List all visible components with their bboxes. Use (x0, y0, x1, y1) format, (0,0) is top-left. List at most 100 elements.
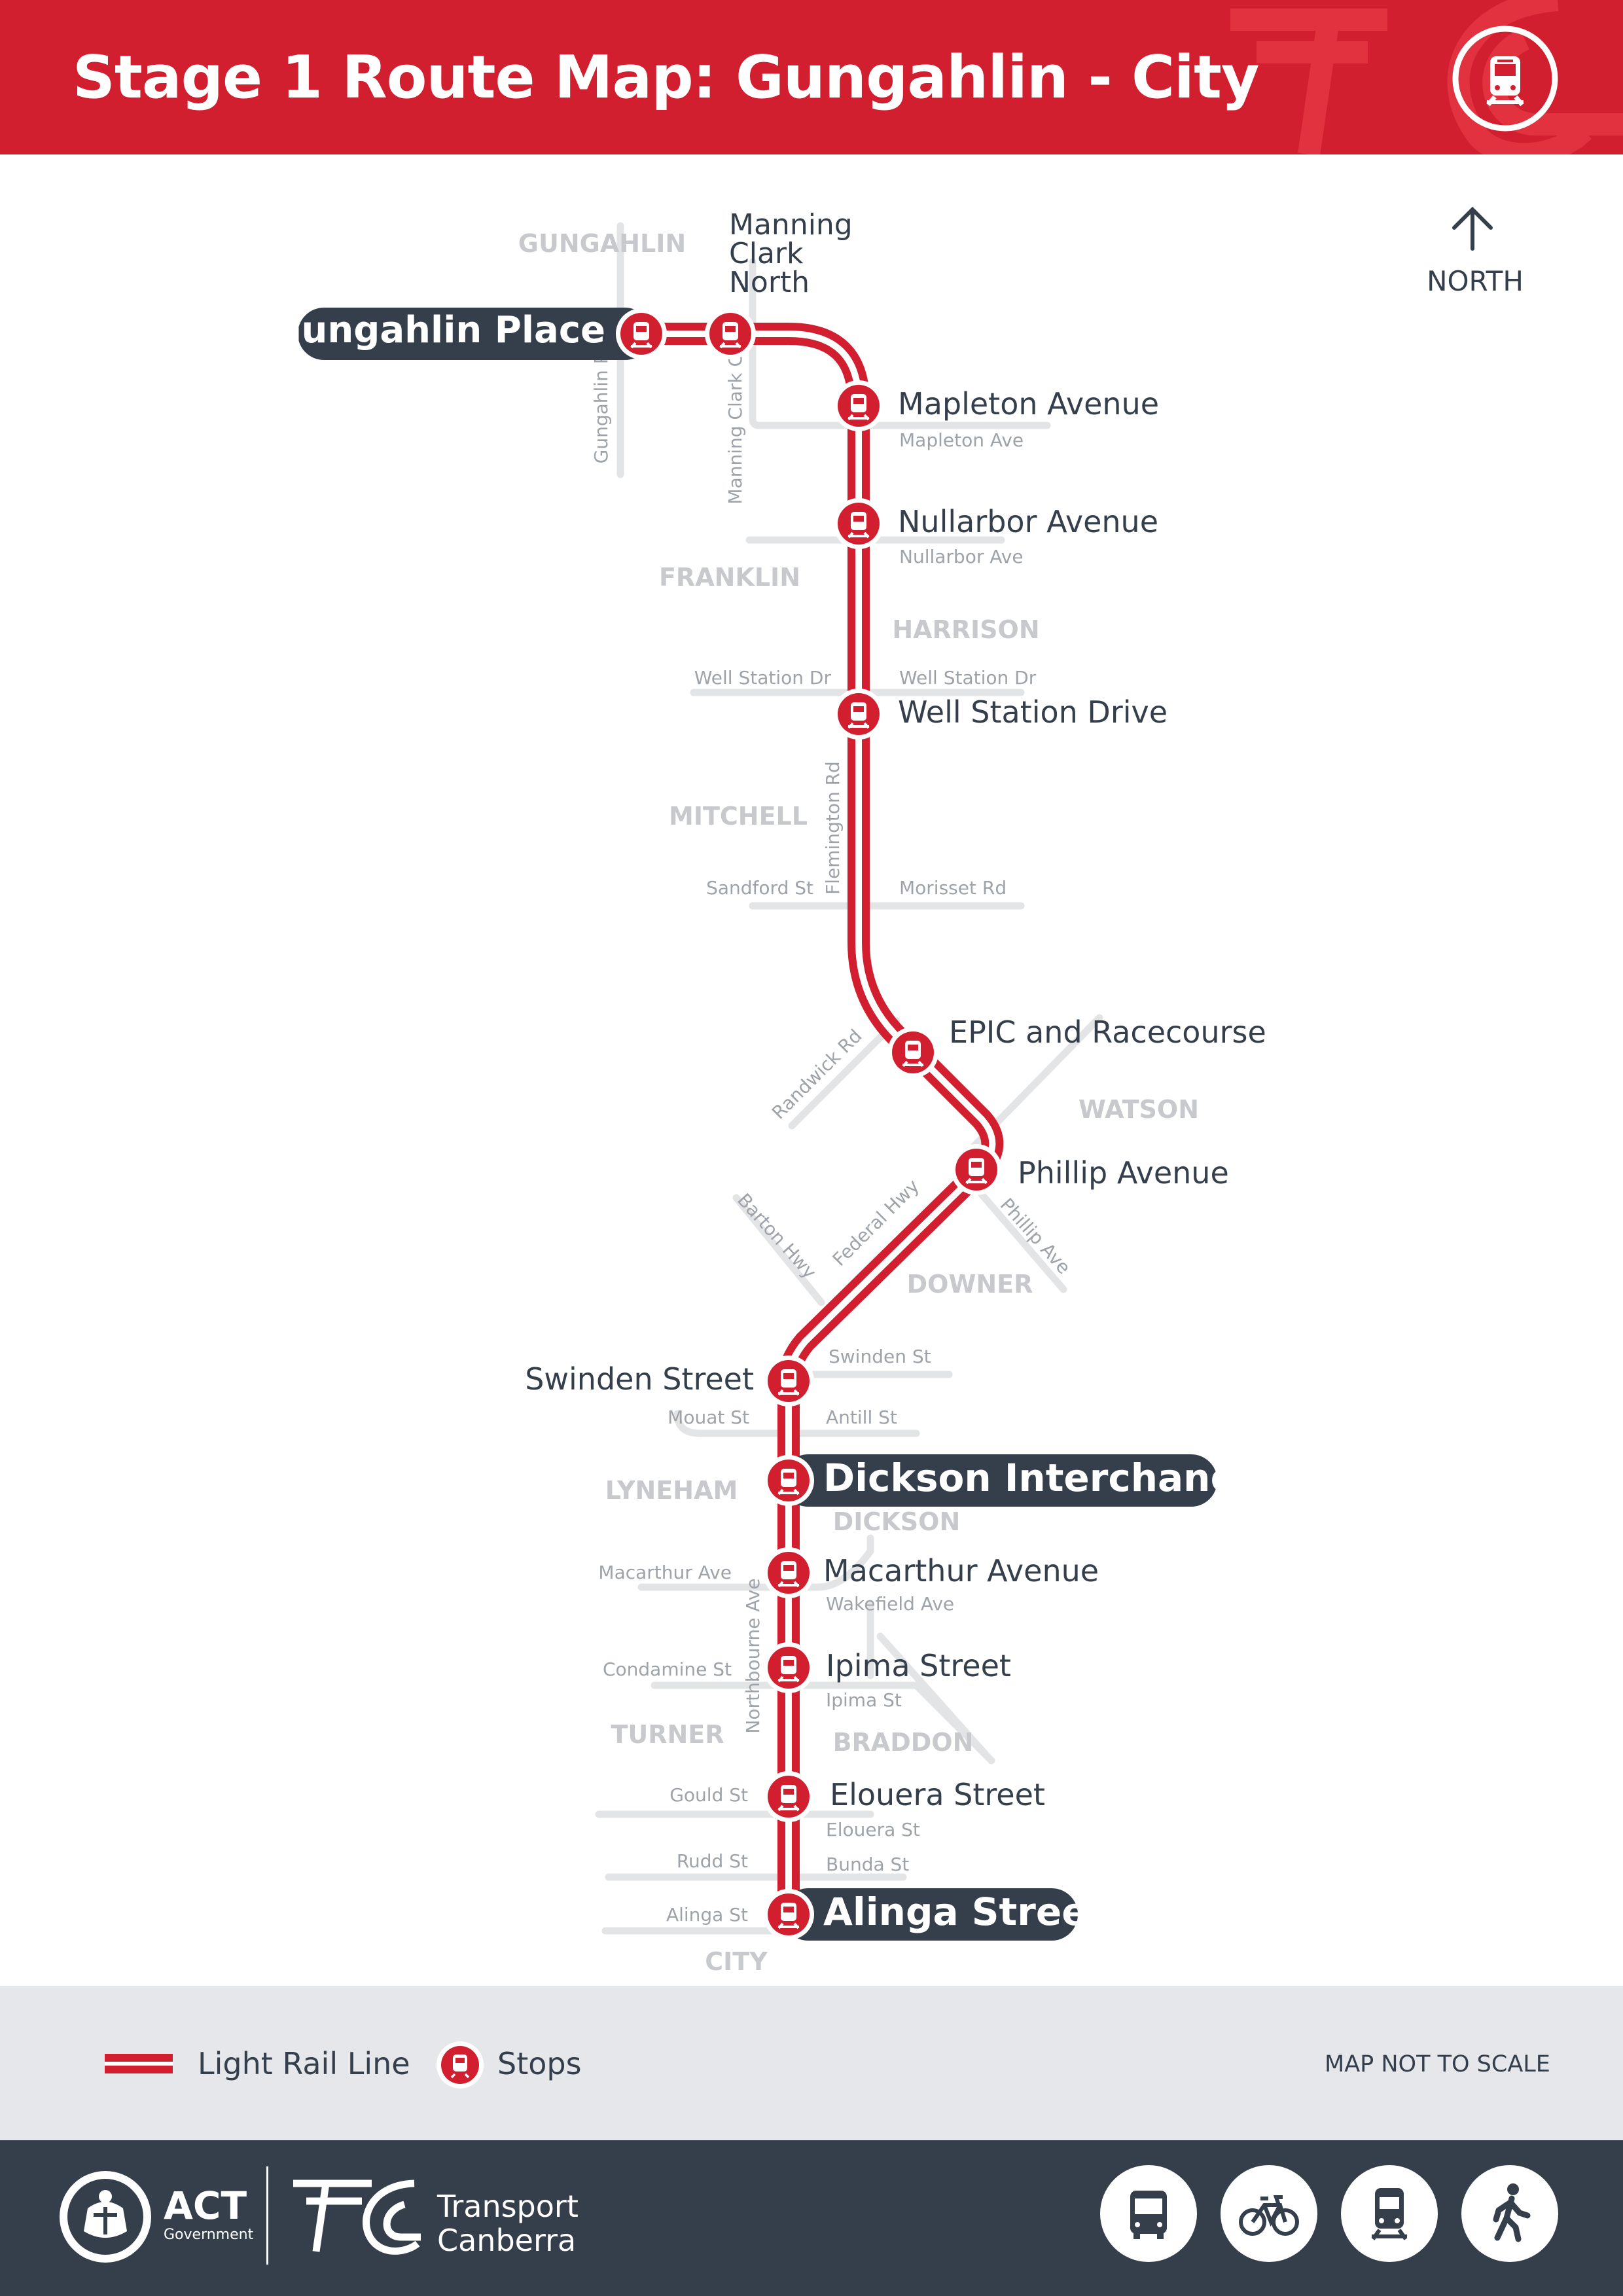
north-arrow: NORTH (1427, 206, 1524, 297)
stop-marker-5[interactable] (887, 1027, 938, 1078)
interchange-pills (298, 308, 1217, 1941)
north-label: NORTH (1427, 265, 1524, 297)
street-label-20: Ipima St (826, 1689, 902, 1711)
legend-line-label: Light Rail Line (198, 2046, 410, 2081)
street-label-1: Manning Clark Cr (724, 346, 746, 505)
stop-labels: Gungahlin Place ManningClarkNorthMapleton… (272, 208, 1266, 1934)
stop-label-11: Elouera Street (830, 1777, 1045, 1812)
bus-icon (1100, 2165, 1197, 2262)
page-title: Stage 1 Route Map: Gungahlin - City (73, 43, 1260, 112)
suburb-label-10: CITY (705, 1947, 768, 1976)
stop-label-2: Mapleton Avenue (898, 386, 1159, 422)
suburb-label-8: TURNER (611, 1720, 724, 1749)
tc-name-line2: Canberra (437, 2223, 577, 2258)
road-watson (952, 1014, 1103, 1169)
suburb-label-7: DICKSON (833, 1507, 961, 1536)
stop-label-1-line-0: Manning (729, 208, 853, 242)
stop-label-9: Macarthur Avenue (823, 1553, 1099, 1588)
road-manning-clark-cr (749, 258, 1051, 429)
stop-label-5: EPIC and Racecourse (949, 1014, 1266, 1050)
street-label-18: Northbourne Ave (742, 1578, 764, 1733)
street-label-7: Sandford St (706, 877, 813, 899)
street-label-4: Well Station Dr (694, 667, 832, 689)
suburb-label-3: MITCHELL (669, 802, 808, 831)
stop-marker-4[interactable] (833, 689, 884, 740)
street-label-0: Gungahlin Pl (590, 348, 612, 464)
header-banner: Stage 1 Route Map: Gungahlin - City (0, 0, 1623, 154)
road-barton-hwy (732, 1194, 825, 1306)
stop-marker-9[interactable] (763, 1547, 814, 1598)
stop-marker-11[interactable] (763, 1771, 814, 1822)
suburb-label-6: LYNEHAM (605, 1476, 738, 1505)
street-label-2: Mapleton Ave (899, 429, 1024, 451)
road-randwick-rd (788, 1017, 901, 1130)
street-label-6: Flemington Rd (822, 761, 844, 895)
street-label-8: Morisset Rd (899, 877, 1007, 899)
street-label-25: Alinga St (666, 1904, 748, 1926)
legend-stops-label: Stops (497, 2046, 582, 2081)
stop-label-1-line-2: North (729, 266, 810, 299)
interchange-pill-12 (782, 1888, 1078, 1941)
suburb-labels: GUNGAHLINFRANKLINHARRISONMITCHELLWATSOND… (518, 229, 1199, 1976)
street-label-17: Wakefield Ave (826, 1593, 954, 1615)
arrow-up-icon (1452, 206, 1493, 251)
interchange-pill-8 (782, 1454, 1217, 1507)
tc-logo (293, 2179, 421, 2255)
stop-label-7: Swinden Street (525, 1361, 754, 1397)
rail-line-swatch (105, 2054, 173, 2073)
stop-marker-0[interactable] (616, 308, 667, 359)
street-label-9: Randwick Rd (768, 1025, 866, 1124)
suburb-label-0: GUNGAHLIN (518, 229, 686, 258)
street-label-22: Elouera St (826, 1819, 920, 1840)
light-rail-icon (1341, 2165, 1438, 2262)
tc-watermark-logo (1230, 0, 1623, 154)
stops (616, 308, 1002, 1940)
suburb-label-2: HARRISON (892, 615, 1039, 644)
stop-label-0: Gungahlin Place (272, 309, 605, 351)
scale-note: MAP NOT TO SCALE (1325, 2051, 1550, 2077)
stop-marker-8[interactable] (763, 1455, 814, 1506)
stop-label-4: Well Station Drive (898, 694, 1168, 730)
road-mouat-antill (673, 1410, 920, 1437)
legend-bar: Light Rail Line Stops MAP NOT TO SCALE (0, 1986, 1623, 2140)
stop-marker-7[interactable] (763, 1355, 814, 1407)
stop-marker-10[interactable] (763, 1642, 814, 1693)
interchange-pill-0 (298, 308, 651, 360)
stop-label-12: Alinga Street (823, 1890, 1105, 1934)
street-label-23: Rudd St (677, 1850, 748, 1872)
street-label-11: Barton Hwy (733, 1189, 821, 1283)
stop-marker-6[interactable] (951, 1144, 1002, 1195)
street-label-15: Antill St (826, 1407, 897, 1428)
street-label-12: Federal Hwy (829, 1175, 923, 1270)
suburb-label-5: DOWNER (907, 1270, 1033, 1299)
footer-divider (266, 2166, 268, 2265)
stop-marker-1[interactable] (705, 308, 756, 359)
stop-marker-2[interactable] (833, 380, 884, 431)
street-label-16: Macarthur Ave (598, 1562, 732, 1583)
light-rail-icon (1452, 26, 1558, 132)
stop-label-8: Dickson Interchange (823, 1456, 1263, 1500)
stop-swatch-icon (437, 2041, 484, 2089)
street-label-5: Well Station Dr (899, 667, 1037, 689)
suburb-label-9: BRADDON (833, 1728, 974, 1757)
bicycle-icon (1221, 2165, 1317, 2262)
walking-icon (1461, 2165, 1558, 2262)
stop-marker-3[interactable] (833, 498, 884, 549)
stop-label-10: Ipima Street (826, 1648, 1011, 1683)
street-label-21: Gould St (669, 1784, 748, 1806)
stop-label-3: Nullarbor Avenue (898, 504, 1158, 539)
act-crest-logo (60, 2171, 151, 2263)
act-subtitle: Government (164, 2227, 254, 2243)
act-title: ACT (164, 2183, 247, 2228)
street-label-3: Nullarbor Ave (899, 546, 1024, 567)
road-macarthur-wakefield (637, 1534, 874, 1591)
street-label-10: Phillip Ave (996, 1194, 1075, 1278)
stop-marker-12[interactable] (763, 1889, 814, 1940)
light-rail-line (630, 323, 1004, 1929)
suburb-label-4: WATSON (1079, 1095, 1199, 1124)
footer-bar: ACT Government Transport Canberra (0, 2140, 1623, 2296)
road-braddon-diag (876, 1632, 992, 1761)
stop-label-1-line-1: Clark (729, 237, 804, 270)
street-label-14: Mouat St (668, 1407, 749, 1428)
street-label-19: Condamine St (603, 1659, 732, 1680)
